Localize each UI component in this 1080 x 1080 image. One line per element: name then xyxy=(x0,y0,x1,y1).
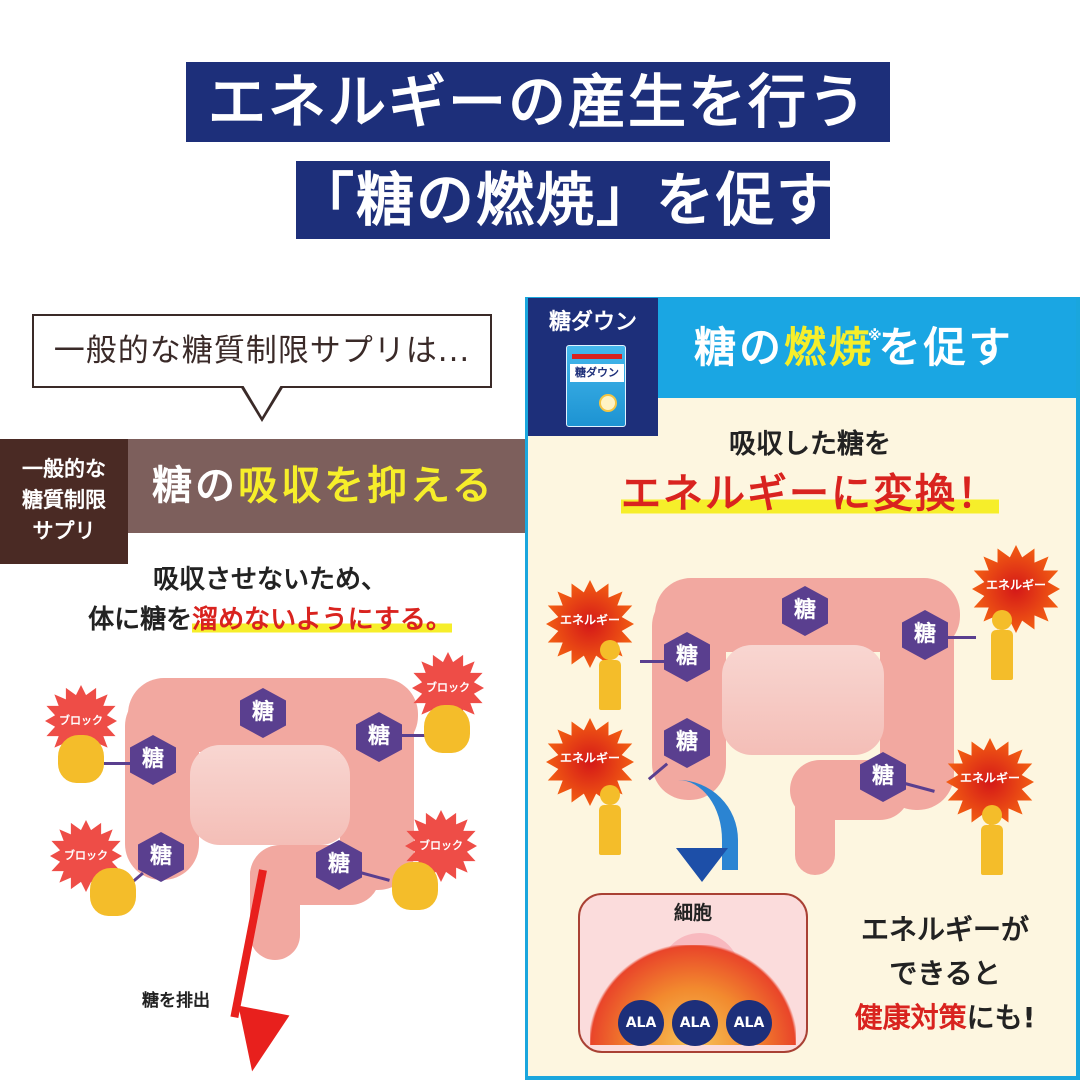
energized-person-body xyxy=(991,630,1013,680)
energized-person-body xyxy=(599,805,621,855)
excrete-label: 糖を排出 xyxy=(142,991,210,1011)
promote-burning-heading: 糖の燃焼※を促す xyxy=(658,298,1076,398)
health-red: 健康対策 xyxy=(854,1001,967,1034)
blocking-hand-icon xyxy=(424,705,470,753)
ala-molecule: ALA xyxy=(618,1000,664,1046)
heading-highlight: 吸収を抑える xyxy=(238,463,495,509)
right-desc-line-1: 吸収した糖を xyxy=(729,429,891,460)
speech-bubble-tail-fill xyxy=(243,385,281,417)
heading-highlight: 燃焼 xyxy=(784,323,875,372)
energy-burst: エネルギー xyxy=(972,545,1060,633)
generic-supplement-tag: 一般的な 糖質制限 サプリ xyxy=(0,439,128,564)
to-cell-arrow-head xyxy=(676,848,728,882)
generic-tag-line-1: 一般的な xyxy=(22,457,106,481)
energized-person-icon xyxy=(600,640,620,660)
health-line-2: できると xyxy=(889,957,1001,990)
block-arrow xyxy=(104,762,132,765)
energy-arrow xyxy=(948,636,976,639)
ala-molecule: ALA xyxy=(726,1000,772,1046)
cell-label: 細胞 xyxy=(673,902,712,924)
headline-line-2: 「糖の燃焼」を促す xyxy=(296,161,834,239)
speech-bubble: 一般的な糖質制限サプリは... xyxy=(32,314,492,388)
left-desc-red: 溜めないようにする。 xyxy=(192,605,452,635)
generic-tag-line-2: 糖質制限 xyxy=(22,488,106,512)
health-line-3: 健康対策にも! xyxy=(830,996,1060,1040)
energy-arrow xyxy=(640,660,666,663)
block-arrow xyxy=(400,734,428,737)
right-description: 吸収した糖を エネルギーに変換！ xyxy=(560,425,1060,523)
energized-person-icon xyxy=(992,610,1012,630)
brand-tag-label: 糖ダウン xyxy=(548,310,637,335)
energized-person-body xyxy=(599,660,621,710)
left-desc-plain: 体に糖を xyxy=(88,605,193,635)
heading-prefix: 糖の xyxy=(152,463,238,509)
health-plain: にも! xyxy=(966,1001,1036,1034)
blocking-hand-icon xyxy=(90,868,136,916)
ala-molecule: ALA xyxy=(672,1000,718,1046)
heading-prefix: 糖の xyxy=(694,323,785,372)
package-name: 糖ダウン xyxy=(570,364,624,382)
footnote-mark: ※ xyxy=(868,328,885,344)
product-package-image: 糖ダウン xyxy=(566,345,626,427)
heading-suffix: を促す xyxy=(878,323,1014,372)
suppress-absorption-heading: 糖の吸収を抑える xyxy=(128,439,525,533)
generic-tag-line-3: サプリ xyxy=(32,519,96,543)
right-desc-red: エネルギーに変換！ xyxy=(621,471,999,517)
intestine-rectum xyxy=(795,765,835,875)
energized-person-icon xyxy=(982,805,1002,825)
small-intestine xyxy=(722,645,884,755)
energy-burst: エネルギー xyxy=(546,580,634,668)
small-intestine xyxy=(190,745,350,845)
headline-line-1: エネルギーの産生を行う xyxy=(186,62,890,142)
package-red-band xyxy=(572,354,622,359)
right-desc-line-2: エネルギーに変換！ xyxy=(560,465,1060,523)
left-desc-line-2: 体に糖を溜めないようにする。 xyxy=(30,600,510,640)
left-desc-line-1: 吸収させないため、 xyxy=(152,565,387,595)
excrete-arrow-head xyxy=(226,1005,290,1077)
blocking-hand-icon xyxy=(58,735,104,783)
energy-burst: エネルギー xyxy=(546,718,634,806)
package-badge-icon xyxy=(599,394,617,412)
energized-person-icon xyxy=(600,785,620,805)
health-message: エネルギーが できると 健康対策にも! xyxy=(830,908,1060,1040)
energized-person-body xyxy=(981,825,1003,875)
left-description: 吸収させないため、 体に糖を溜めないようにする。 xyxy=(30,560,510,640)
health-line-1: エネルギーが xyxy=(860,913,1029,946)
blocking-hand-icon xyxy=(392,862,438,910)
